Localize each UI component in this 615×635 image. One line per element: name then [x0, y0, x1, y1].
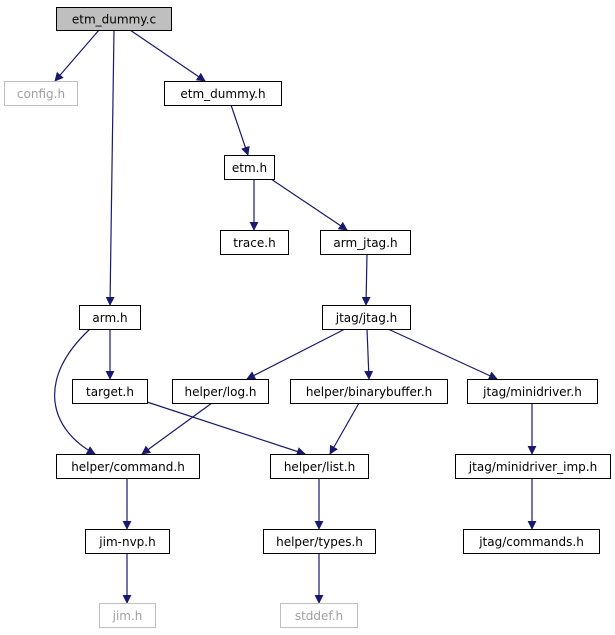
- node-etm-dummy-c[interactable]: etm_dummy.c: [56, 7, 172, 31]
- node-label: stddef.h: [295, 609, 343, 623]
- edge-jtag-jtag-h-to-helper-log-h: [246, 328, 346, 380]
- node-label: trace.h: [233, 236, 275, 250]
- node-label: target.h: [86, 385, 134, 399]
- node-label: jtag/minidriver.h: [482, 385, 582, 399]
- edge-jtag-jtag-h-to-helper-binarybuffer-h: [364, 328, 374, 380]
- node-box: [463, 529, 600, 554]
- node-jtag-jtag-h[interactable]: jtag/jtag.h: [322, 305, 411, 330]
- edge-jtag-jtag-h-to-jtag-minidriver-h: [387, 328, 498, 380]
- edge-target-h-to-helper-list-h: [146, 401, 306, 456]
- node-label: helper/log.h: [184, 385, 256, 399]
- node-label: jim-nvp.h: [98, 535, 155, 549]
- node-box: [164, 81, 282, 106]
- node-box: [4, 81, 78, 106]
- node-helper-binarybuffer-h[interactable]: helper/binarybuffer.h: [290, 379, 448, 404]
- node-arm-jtag-h[interactable]: arm_jtag.h: [320, 230, 411, 255]
- node-label: helper/types.h: [276, 535, 363, 549]
- node-box: [172, 379, 269, 404]
- node-box: [99, 603, 156, 628]
- node-box: [79, 305, 141, 330]
- node-stddef-h[interactable]: stddef.h: [280, 603, 358, 628]
- node-etm-dummy-h[interactable]: etm_dummy.h: [164, 81, 282, 106]
- edge-helper-binarybuffer-h-to-helper-list-h: [329, 402, 360, 455]
- node-arm-h[interactable]: arm.h: [79, 305, 141, 330]
- node-label: etm_dummy.h: [180, 87, 265, 101]
- node-label: jtag/jtag.h: [335, 311, 397, 325]
- edge-arm-h-to-helper-command-h: [54, 328, 96, 455]
- edge-etm-dummy-c-to-etm-dummy-h: [129, 29, 206, 82]
- node-box: [322, 305, 411, 330]
- node-label: jtag/commands.h: [478, 535, 584, 549]
- node-box: [72, 379, 148, 404]
- node-label: etm_dummy.c: [72, 13, 156, 27]
- node-helper-types-h[interactable]: helper/types.h: [263, 529, 376, 554]
- node-box: [467, 379, 598, 404]
- node-label: config.h: [17, 87, 65, 101]
- node-box: [455, 454, 611, 479]
- nodes-layer: etm_dummy.c config.h etm_dummy.h etm.h trace…: [4, 7, 611, 628]
- node-jim-h[interactable]: jim.h: [99, 603, 156, 628]
- edges-layer: [54, 29, 537, 604]
- node-jtag-minidriver-h[interactable]: jtag/minidriver.h: [467, 379, 598, 404]
- node-box: [85, 529, 170, 554]
- node-helper-list-h[interactable]: helper/list.h: [270, 454, 369, 479]
- node-label: arm.h: [92, 311, 127, 325]
- node-trace-h[interactable]: trace.h: [220, 230, 289, 255]
- node-label: jim.h: [112, 609, 143, 623]
- edge-etm-dummy-c-to-config-h: [54, 29, 100, 82]
- node-box: [56, 7, 172, 31]
- node-label: helper/command.h: [71, 460, 185, 474]
- node-label: helper/list.h: [284, 460, 355, 474]
- node-jim-nvp-h[interactable]: jim-nvp.h: [85, 529, 170, 554]
- node-box: [224, 155, 275, 180]
- node-box: [220, 230, 289, 255]
- edge-arm-jtag-h-to-jtag-jtag-h: [361, 253, 371, 306]
- node-box: [290, 379, 448, 404]
- edge-etm-dummy-h-to-etm-h: [230, 104, 250, 156]
- node-config-h[interactable]: config.h: [4, 81, 78, 106]
- edge-etm-dummy-c-to-arm-h: [105, 29, 115, 306]
- node-target-h[interactable]: target.h: [72, 379, 148, 404]
- node-box: [263, 529, 376, 554]
- node-label: helper/binarybuffer.h: [306, 385, 432, 399]
- node-label: jtag/minidriver_imp.h: [468, 460, 597, 474]
- node-helper-command-h[interactable]: helper/command.h: [56, 454, 200, 479]
- node-box: [270, 454, 369, 479]
- node-label: arm_jtag.h: [333, 236, 397, 250]
- edge-helper-log-h-to-helper-command-h: [141, 402, 213, 455]
- node-jtag-commands-h[interactable]: jtag/commands.h: [463, 529, 600, 554]
- node-box: [56, 454, 200, 479]
- node-label: etm.h: [232, 161, 267, 175]
- node-box: [280, 603, 358, 628]
- node-jtag-minidriver-imp-h[interactable]: jtag/minidriver_imp.h: [455, 454, 611, 479]
- edge-etm-h-to-arm-jtag-h: [270, 178, 348, 231]
- node-box: [320, 230, 411, 255]
- node-helper-log-h[interactable]: helper/log.h: [172, 379, 269, 404]
- node-etm-h[interactable]: etm.h: [224, 155, 275, 180]
